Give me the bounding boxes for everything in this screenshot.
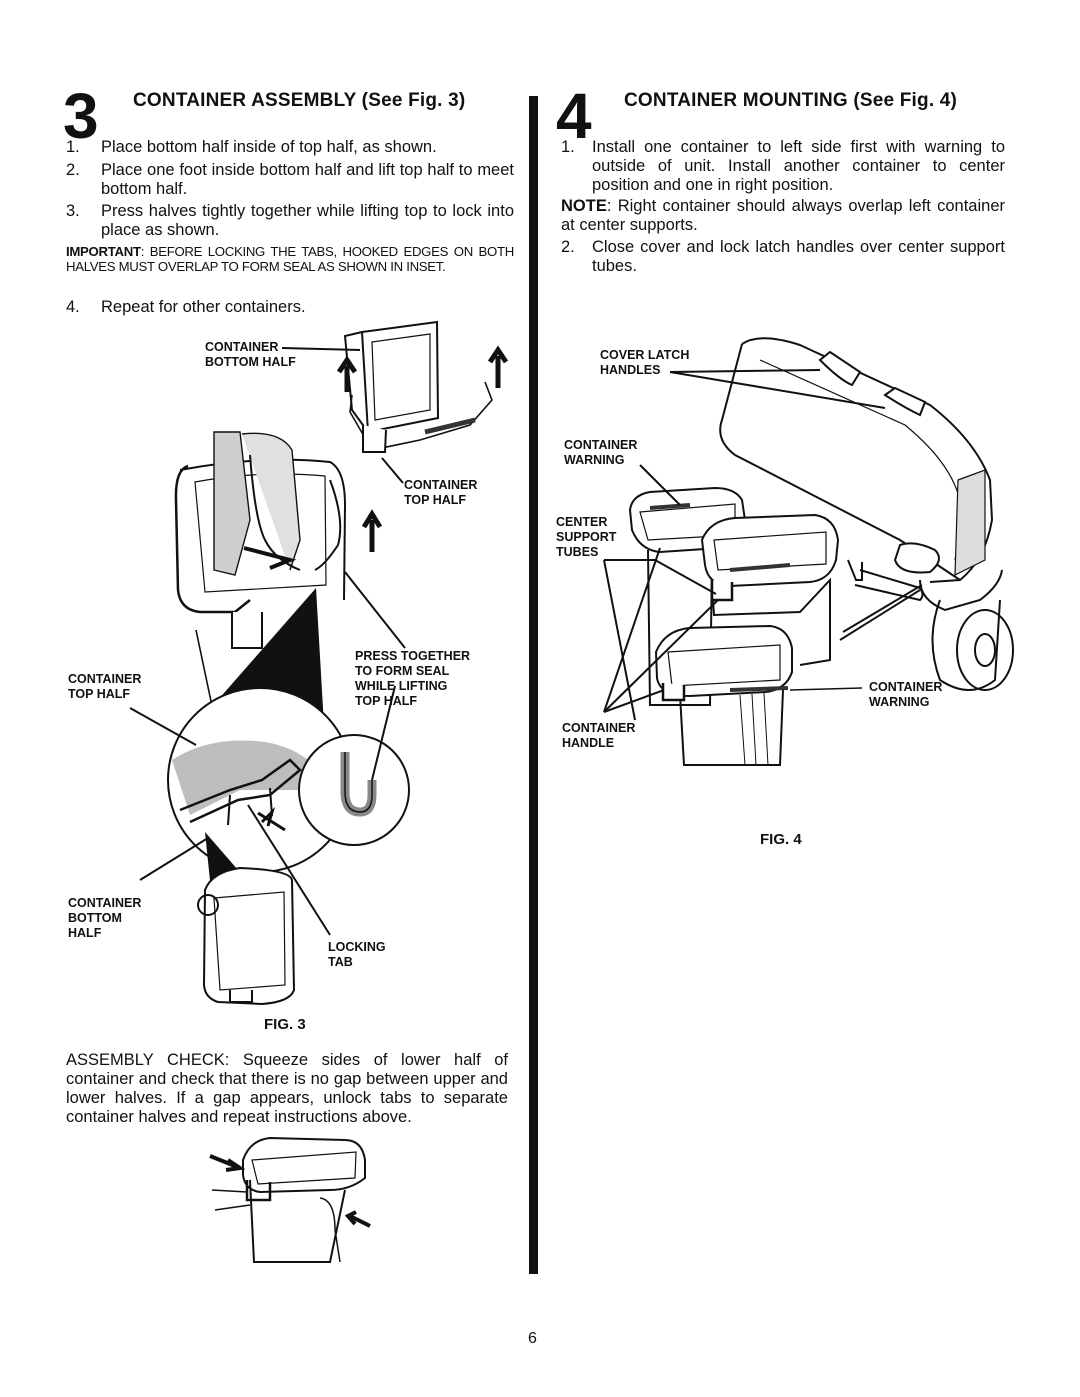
callout-container-top-half-left: CONTAINER TOP HALF bbox=[68, 672, 142, 701]
callout-container-handle: CONTAINER HANDLE bbox=[562, 721, 636, 750]
callout-container-bottom-half: CONTAINER BOTTOM HALF bbox=[205, 340, 296, 369]
list-number: 2. bbox=[561, 238, 575, 256]
step-number-4: 4 bbox=[556, 80, 592, 152]
important-text: : BEFORE LOCKING THE TABS, HOOKED EDGES … bbox=[66, 244, 514, 274]
callout-container-bottom-half-left: CONTAINER BOTTOM HALF bbox=[68, 896, 142, 940]
list-text: Install one container to left side first… bbox=[592, 138, 1005, 194]
page-number: 6 bbox=[528, 1330, 537, 1347]
callout-cover-latch-handles: COVER LATCH HANDLES bbox=[600, 348, 690, 377]
list-text: Press halves tightly together while lift… bbox=[101, 202, 514, 239]
list-number: 2. bbox=[66, 161, 80, 179]
important-label: IMPORTANT bbox=[66, 244, 141, 259]
section-heading-container-assembly: CONTAINER ASSEMBLY (See Fig. 3) bbox=[133, 90, 466, 111]
note-label: NOTE bbox=[561, 197, 607, 215]
list-text: Close cover and lock latch handles over … bbox=[592, 238, 1005, 275]
fig4-label: FIG. 4 bbox=[760, 831, 802, 848]
assembly-check-text: ASSEMBLY CHECK: Squeeze sides of lower h… bbox=[66, 1051, 508, 1126]
list-number: 3. bbox=[66, 202, 80, 220]
note-body: : Right container should always overlap … bbox=[561, 197, 1005, 234]
list-text: Repeat for other containers. bbox=[101, 298, 306, 316]
important-note: IMPORTANT: BEFORE LOCKING THE TABS, HOOK… bbox=[66, 244, 514, 274]
column-divider bbox=[529, 96, 538, 1274]
step-number-3: 3 bbox=[63, 80, 99, 152]
callout-container-warning-right: CONTAINER WARNING bbox=[869, 680, 943, 709]
callout-locking-tab: LOCKING TAB bbox=[328, 940, 386, 969]
callout-center-support-tubes: CENTER SUPPORT TUBES bbox=[556, 515, 617, 559]
note-text: NOTE: Right container should always over… bbox=[561, 197, 1005, 235]
list-text: Place bottom half inside of top half, as… bbox=[101, 138, 437, 156]
callout-container-top-half: CONTAINER TOP HALF bbox=[404, 478, 478, 507]
callout-press-together: PRESS TOGETHER TO FORM SEAL WHILE LIFTIN… bbox=[355, 649, 471, 708]
callout-container-warning-left: CONTAINER WARNING bbox=[564, 438, 638, 467]
section-heading-container-mounting: CONTAINER MOUNTING (See Fig. 4) bbox=[624, 90, 958, 111]
fig3-label: FIG. 3 bbox=[264, 1016, 306, 1033]
list-number: 4. bbox=[66, 298, 80, 316]
list-number: 1. bbox=[66, 138, 80, 156]
list-number: 1. bbox=[561, 138, 575, 156]
list-text: Place one foot inside bottom half and li… bbox=[101, 161, 514, 198]
